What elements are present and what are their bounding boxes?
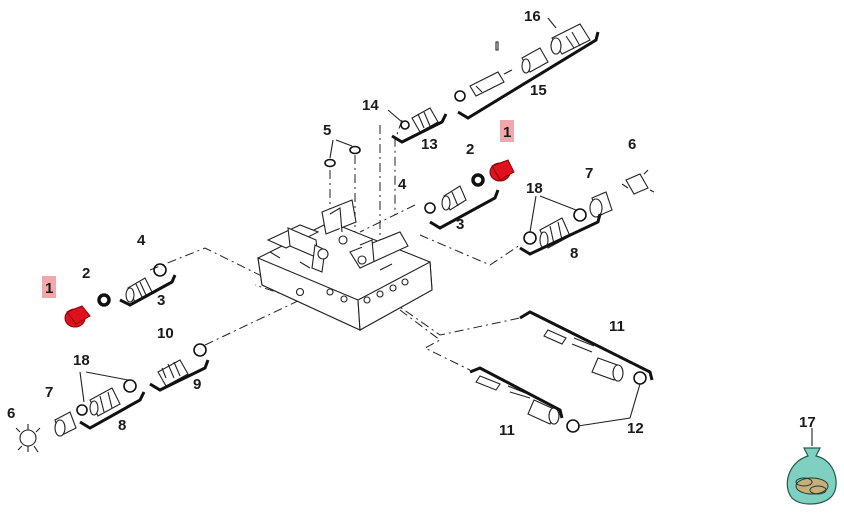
callout-7a: 7 bbox=[45, 384, 53, 401]
plug-7-right bbox=[589, 191, 613, 218]
rod-15 bbox=[469, 71, 505, 97]
left-relief-valve-assembly bbox=[64, 263, 177, 328]
callout-4b: 4 bbox=[398, 176, 407, 193]
o-ring-15 bbox=[454, 90, 466, 102]
callout-9: 9 bbox=[193, 376, 201, 393]
o-ring-5a bbox=[324, 158, 336, 168]
callout-15: 15 bbox=[530, 82, 547, 99]
red-cap-right bbox=[489, 159, 515, 182]
right-relief-valve-assembly bbox=[424, 159, 515, 230]
callout-3b: 3 bbox=[456, 216, 464, 233]
o-ring-5b bbox=[349, 145, 361, 155]
valve-11-lower bbox=[527, 399, 560, 425]
valve-9 bbox=[157, 359, 189, 387]
o-ring-12b bbox=[566, 419, 580, 433]
callout-4a: 4 bbox=[137, 232, 146, 249]
o-ring-10 bbox=[193, 343, 207, 357]
callout-6a: 6 bbox=[7, 405, 15, 422]
o-ring-14 bbox=[400, 120, 410, 130]
sleeve-16a bbox=[521, 47, 549, 74]
parts-bag bbox=[786, 428, 837, 505]
callout-highlight-1a bbox=[42, 276, 56, 298]
o-rings-5 bbox=[324, 139, 361, 168]
washer-left bbox=[97, 293, 111, 307]
callout-3a: 3 bbox=[157, 292, 165, 309]
o-ring-18a-right bbox=[523, 231, 537, 245]
callout-14: 14 bbox=[362, 97, 379, 114]
callout-17: 17 bbox=[799, 414, 816, 431]
callout-6b: 6 bbox=[628, 136, 636, 153]
callout-2b: 2 bbox=[466, 141, 474, 158]
callout-10: 10 bbox=[157, 325, 174, 342]
callout-12: 12 bbox=[627, 420, 644, 437]
connection-lines bbox=[149, 119, 521, 371]
valve-13 bbox=[411, 107, 439, 133]
right-middle-assembly bbox=[519, 169, 655, 256]
callout-8b: 8 bbox=[570, 245, 578, 262]
callout-18b: 18 bbox=[526, 180, 543, 197]
top-assembly-14-13 bbox=[387, 107, 448, 144]
callout-11b: 11 bbox=[499, 422, 515, 439]
cap-6-right bbox=[621, 169, 655, 195]
right-lower-assembly bbox=[469, 310, 654, 433]
washer-right bbox=[471, 173, 485, 187]
pin-11-lower bbox=[475, 375, 531, 399]
callout-13: 13 bbox=[421, 136, 438, 153]
red-cap-left bbox=[64, 305, 91, 328]
callout-8a: 8 bbox=[118, 417, 126, 434]
callout-11a: 11 bbox=[609, 318, 625, 335]
plug-7-left bbox=[54, 411, 77, 437]
cap-6-left bbox=[15, 424, 41, 453]
callout-7b: 7 bbox=[585, 165, 593, 182]
pin-11-upper bbox=[543, 329, 595, 353]
callout-1a: 1 bbox=[45, 280, 53, 297]
callout-5: 5 bbox=[323, 122, 331, 139]
cap-16 bbox=[550, 23, 591, 55]
o-ring-right bbox=[424, 202, 436, 214]
callout-1b: 1 bbox=[503, 124, 511, 141]
callout-18a: 18 bbox=[73, 352, 90, 369]
o-ring-12a bbox=[633, 371, 647, 385]
top-assembly-15-16 bbox=[454, 17, 600, 120]
callout-highlight-1b bbox=[500, 120, 514, 142]
callouts: 1 1 2 2 3 3 4 4 5 6 6 7 7 8 8 9 10 11 11… bbox=[7, 8, 816, 439]
callout-16: 16 bbox=[524, 8, 541, 25]
left-lower-assembly bbox=[15, 343, 210, 453]
callout-2a: 2 bbox=[82, 265, 90, 282]
valve-11-upper bbox=[591, 357, 624, 382]
o-ring-18b-left bbox=[123, 379, 137, 393]
o-ring-18a-left bbox=[76, 404, 88, 416]
o-ring-18b-right bbox=[573, 208, 587, 222]
spool-8-left bbox=[89, 387, 121, 417]
o-ring-left bbox=[153, 263, 167, 277]
valve-block-housing bbox=[257, 199, 433, 331]
valve-spring-right bbox=[441, 185, 467, 211]
